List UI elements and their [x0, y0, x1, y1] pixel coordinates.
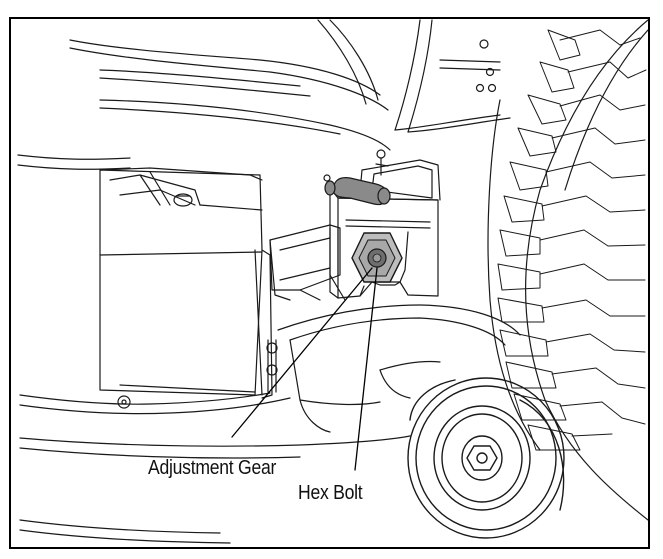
leader-lines — [231, 267, 378, 471]
adjustment-lever — [323, 174, 391, 206]
front-wheel — [407, 377, 565, 539]
hex-bolt-label: Hex Bolt — [298, 482, 363, 504]
hex-bolt-assembly — [351, 232, 403, 283]
motor-housing — [99, 167, 273, 409]
adjustment-gear-label: Adjustment Gear — [148, 457, 277, 479]
upper-deck-panel — [17, 19, 511, 170]
tire-tread — [487, 19, 648, 521]
figure-border — [9, 17, 650, 549]
lower-deck — [19, 304, 521, 544]
